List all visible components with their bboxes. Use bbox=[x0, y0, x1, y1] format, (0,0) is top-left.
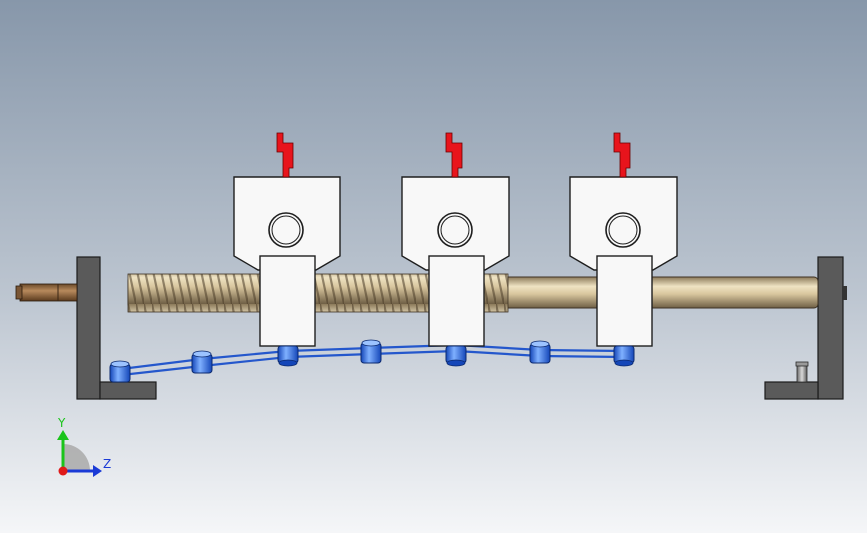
shaft-tip bbox=[15, 283, 78, 302]
right-bracket bbox=[764, 256, 847, 400]
carriage-1-hook bbox=[276, 132, 294, 178]
carriage-3-bore bbox=[605, 212, 641, 248]
carriage-3-hook bbox=[613, 132, 631, 178]
carriage-1[interactable] bbox=[233, 132, 341, 347]
roller-2[interactable] bbox=[191, 350, 213, 374]
z-axis-label: Z bbox=[103, 457, 111, 471]
carriage-3[interactable] bbox=[569, 132, 678, 347]
locating-pin bbox=[795, 361, 809, 383]
roller-6[interactable] bbox=[529, 340, 551, 364]
roller-3[interactable] bbox=[277, 345, 299, 367]
y-axis-label: Y bbox=[57, 416, 66, 430]
x-axis-icon bbox=[58, 466, 68, 476]
roller-1[interactable] bbox=[109, 360, 131, 383]
carriage-2-hook bbox=[445, 132, 463, 178]
roller-5[interactable] bbox=[445, 345, 467, 367]
left-bracket bbox=[76, 256, 157, 400]
carriage-2[interactable] bbox=[401, 132, 510, 347]
triad-plane-icon bbox=[63, 444, 90, 471]
roller-7[interactable] bbox=[613, 345, 635, 367]
roller-4[interactable] bbox=[360, 339, 382, 364]
orientation-triad[interactable]: Y Z bbox=[57, 416, 111, 477]
carriage-2-bore bbox=[437, 212, 473, 248]
carriage-1-bore bbox=[268, 212, 304, 248]
